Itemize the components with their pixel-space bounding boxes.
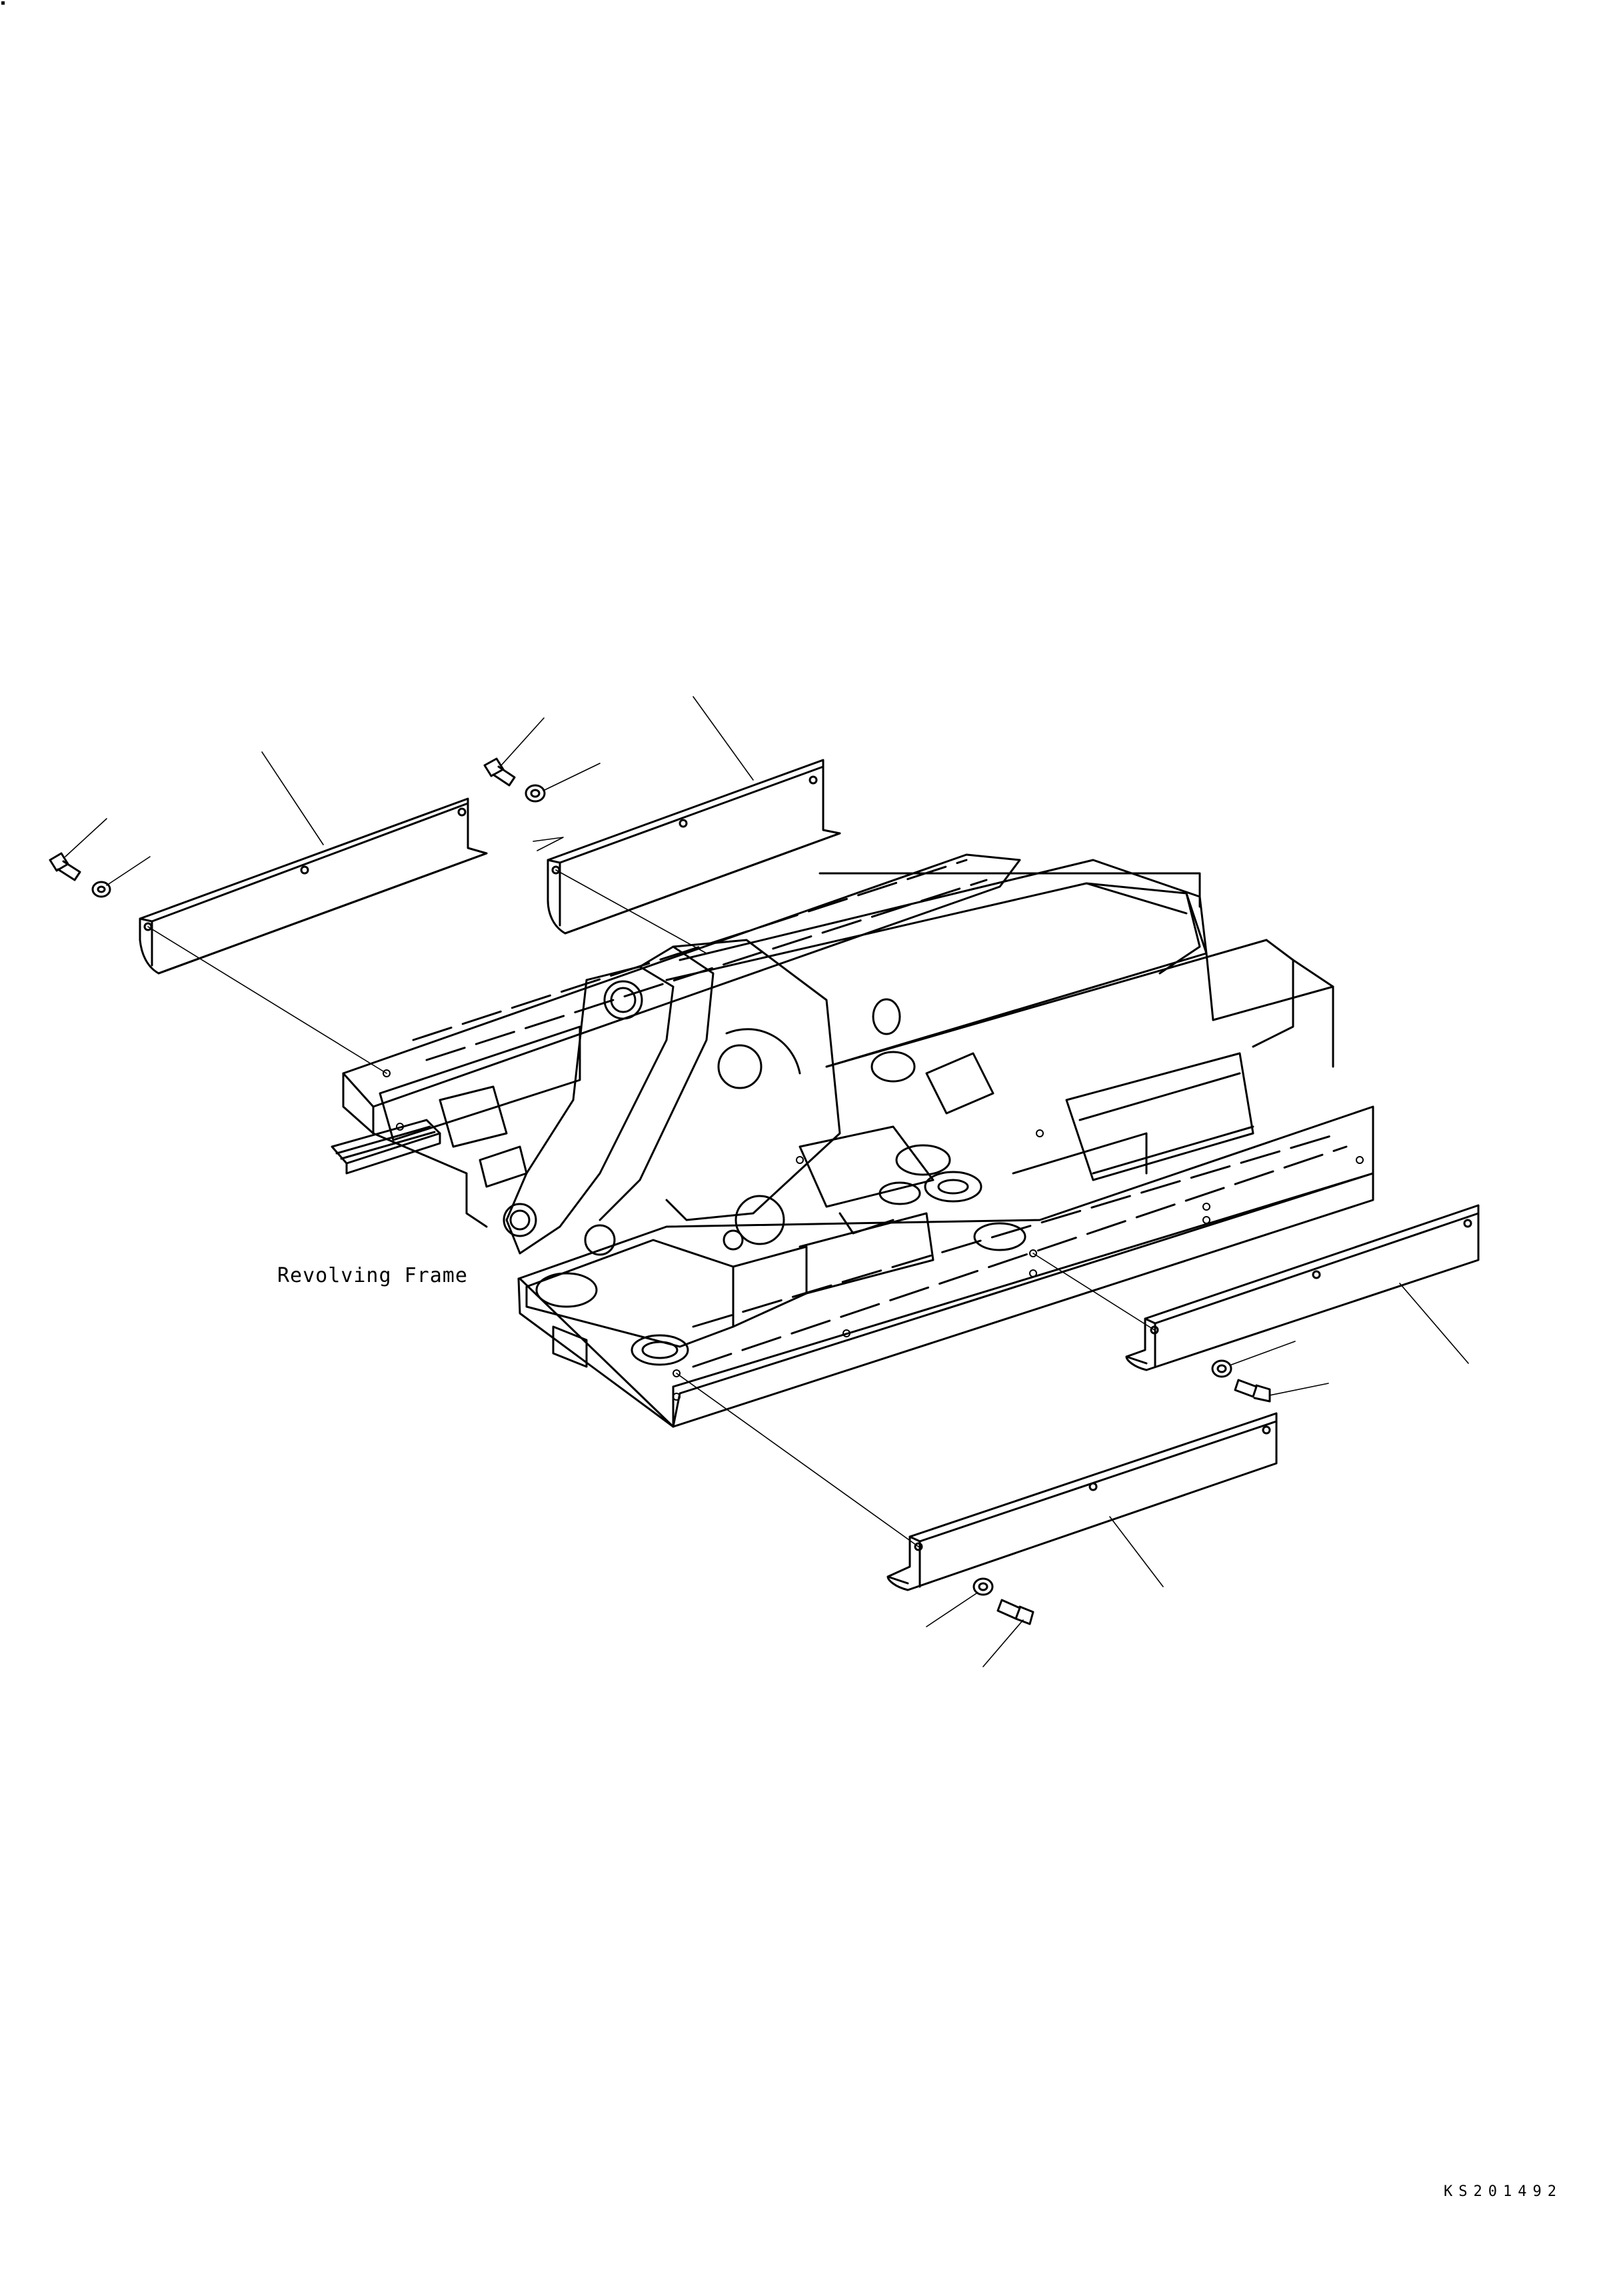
under-cover-rear-right [1125, 1204, 1480, 1371]
under-cover-rear-bottom [886, 1412, 1278, 1591]
washer-front-right [525, 784, 546, 803]
corner-mark [1, 1, 5, 5]
washer-rear-bottom [972, 1577, 994, 1596]
revolving-frame [331, 853, 1374, 1428]
under-cover-front-right [547, 759, 841, 935]
revolving-frame-label: Revolving Frame [277, 1264, 468, 1287]
bolts-and-washers [49, 757, 1271, 1625]
under-cover-front-left [139, 797, 488, 975]
leader-lines [65, 696, 1469, 1667]
drawing-code: KS201492 [1444, 2183, 1562, 2200]
washer-rear-right [1211, 1359, 1232, 1378]
bolt-rear-bottom [996, 1599, 1034, 1625]
bolt-rear-right [1234, 1379, 1271, 1403]
washer-front-left [91, 881, 111, 898]
bolt-front-right [483, 757, 516, 787]
bolt-front-left [49, 852, 81, 881]
